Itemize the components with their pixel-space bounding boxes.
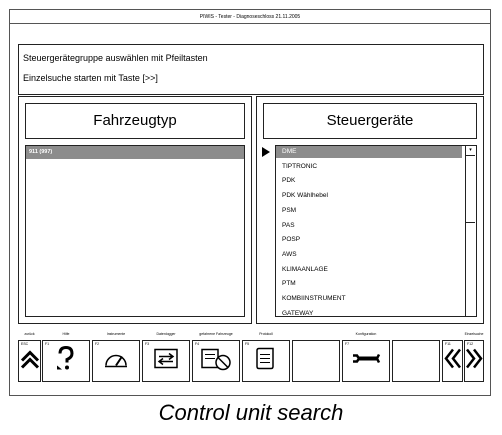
vehicle-type-item-selected[interactable]: 911 (997): [26, 146, 244, 159]
list-scrollbar[interactable]: ▾: [465, 146, 476, 316]
function-key-code: F1: [45, 342, 50, 346]
function-key-label: Einzelsuche: [464, 332, 484, 336]
window-title: PIWIS - Tester - Diagnoseschloss 21.11.2…: [10, 10, 490, 24]
vehicle-type-list[interactable]: 911 (997): [25, 145, 245, 317]
gauge-button[interactable]: F2: [92, 340, 140, 382]
function-key-label: [442, 330, 463, 339]
function-key-label: zurück: [24, 332, 35, 336]
double-chevron-left-button[interactable]: F11: [442, 340, 463, 382]
control-unit-item[interactable]: TIPTRONIC: [282, 162, 318, 170]
function-key-label: Konfiguration: [355, 332, 377, 336]
function-key-code: F4: [195, 342, 200, 346]
control-unit-item[interactable]: GATEWAY: [282, 309, 314, 317]
vehicle-test-icon: [200, 346, 232, 377]
document-icon: [255, 347, 277, 376]
function-key-label: Instrumente: [106, 332, 126, 336]
control-unit-item[interactable]: POSP: [282, 236, 301, 244]
selected-row-highlight: [276, 146, 462, 158]
blank-function-button[interactable]: [392, 340, 440, 382]
function-key-label: Datenlogger: [156, 332, 176, 336]
function-key-label: Protokoll: [259, 332, 273, 336]
vehicle-type-panel: Fahrzeugtyp 911 (997): [18, 96, 252, 324]
function-key-code: F11: [445, 342, 451, 346]
function-key-code: ESC: [21, 342, 29, 346]
figure-caption: Control unit search: [158, 400, 344, 425]
double-chevron-left-icon: [443, 347, 463, 376]
instruction-line-2: Einzelsuche starten mit Taste [>>]: [23, 73, 158, 83]
function-key: [292, 330, 340, 384]
control-unit-item[interactable]: PSM: [282, 206, 297, 214]
double-chevron-up-icon: [19, 348, 41, 375]
scroll-down-arrow-icon[interactable]: ▾: [466, 146, 475, 156]
tester-screen: PIWIS - Tester - Diagnoseschloss 21.11.2…: [9, 9, 491, 396]
double-chevron-right-icon: [464, 347, 484, 376]
vehicle-test-button[interactable]: F4: [192, 340, 240, 382]
function-key-code: F5: [245, 342, 250, 346]
blank-function-button[interactable]: [292, 340, 340, 382]
control-units-panel: Steuergeräte DME TIPTRONIC PDK PDK Wählhebe…: [256, 96, 484, 324]
control-unit-item[interactable]: DME: [282, 148, 297, 155]
help-question-icon: [54, 345, 78, 377]
wrench-button[interactable]: F7: [342, 340, 390, 382]
function-key-label: [392, 330, 440, 339]
control-unit-item[interactable]: PDK: [282, 177, 296, 185]
control-unit-item[interactable]: AWS: [282, 250, 297, 258]
data-exchange-button[interactable]: F3: [142, 340, 190, 382]
instruction-line-1: Steuergerätegruppe auswählen mit Pfeilta…: [23, 53, 208, 63]
function-key-code: F7: [345, 342, 350, 346]
function-key-label: gefahrene Fahrzeuge: [199, 332, 233, 336]
function-key-code: F2: [95, 342, 100, 346]
function-key-code: F3: [145, 342, 150, 346]
control-unit-item[interactable]: PDK Wählhebel: [282, 192, 328, 200]
function-key-label: Hilfe: [62, 332, 70, 336]
help-question-button[interactable]: F1: [42, 340, 90, 382]
wrench-icon: [351, 352, 381, 371]
control-units-heading: Steuergeräte: [263, 103, 477, 139]
function-key-code: F12: [467, 342, 474, 346]
gauge-icon: [103, 349, 129, 374]
function-key: [392, 330, 440, 384]
control-unit-item[interactable]: KOMBIINSTRUMENT: [282, 295, 346, 302]
document-button[interactable]: F5: [242, 340, 290, 382]
control-unit-item[interactable]: PAS: [282, 221, 295, 229]
data-exchange-icon: [153, 348, 179, 375]
control-unit-item[interactable]: KLIMAANLAGE: [282, 265, 328, 273]
double-chevron-up-button[interactable]: ESC: [18, 340, 41, 382]
function-key: F11: [442, 330, 463, 384]
instruction-box: Steuergerätegruppe auswählen mit Pfeilta…: [18, 44, 484, 95]
function-key-label: [292, 330, 340, 339]
selection-arrow-icon: [262, 147, 270, 157]
double-chevron-right-button[interactable]: F12: [464, 340, 484, 382]
control-unit-item[interactable]: PTM: [282, 280, 296, 288]
scroll-thumb[interactable]: [466, 157, 475, 223]
vehicle-type-heading: Fahrzeugtyp: [25, 103, 245, 139]
